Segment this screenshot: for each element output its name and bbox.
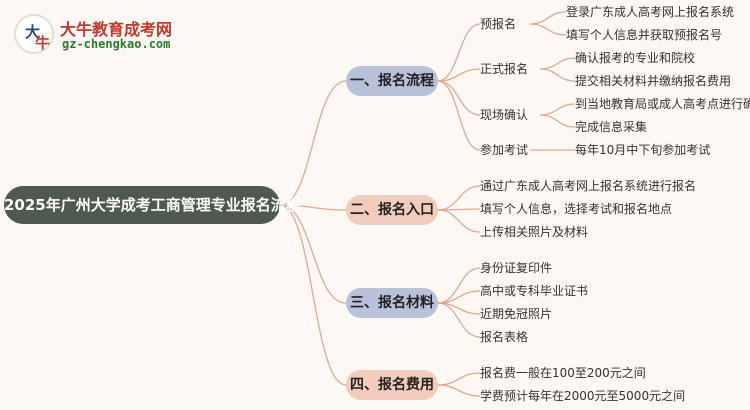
fee-link-1: [437, 372, 481, 386]
entry-item-3: 上传相关照片及材料: [480, 225, 589, 239]
process-link-4: [437, 80, 481, 151]
process-link-1: [437, 23, 481, 82]
section-node-materials: 三、报名材料: [346, 288, 438, 318]
detail-onsite-2: 完成信息采集: [575, 120, 648, 134]
material-item-3: 近期免冠照片: [480, 307, 553, 321]
formal-link-1: [539, 57, 576, 70]
site-logo[interactable]: 大 牛 大牛教育成考网 gz-chengkao.com: [14, 14, 214, 56]
prereg-link-1: [529, 11, 567, 25]
step-formal: 正式报名: [480, 62, 529, 76]
root-link-3: [279, 204, 347, 304]
prereg-link-2: [529, 23, 567, 36]
material-item-4: 报名表格: [480, 330, 529, 344]
detail-onsite-1: 到当地教育局或成人高考点进行确认: [575, 97, 750, 111]
root-link-2: [279, 204, 347, 211]
formal-link-2: [539, 68, 576, 82]
logo-mark-icon: 大 牛: [14, 14, 54, 54]
section-node-fees: 四、报名费用: [346, 370, 438, 400]
process-link-3: [437, 80, 481, 116]
material-link-4: [437, 302, 481, 338]
entry-link-3: [437, 209, 481, 233]
process-link-2: [437, 68, 481, 82]
material-link-1: [437, 267, 481, 304]
material-item-2: 高中或专科毕业证书: [480, 284, 589, 298]
fee-link-2: [437, 384, 481, 397]
root-link-4: [279, 204, 347, 386]
step-prereg: 预报名: [480, 17, 517, 31]
detail-formal-1: 确认报考的专业和院校: [575, 51, 696, 65]
onsite-link-1: [539, 103, 576, 116]
fee-item-1: 报名费一般在100至200元之间: [480, 366, 646, 380]
step-onsite: 现场确认: [480, 108, 529, 122]
section-node-entry: 二、报名入口: [346, 195, 438, 225]
fee-item-2: 学费预计每年在2000元至5000元之间: [480, 389, 686, 403]
onsite-link-2: [539, 114, 576, 128]
section-node-process: 一、报名流程: [346, 66, 438, 96]
detail-prereg-2: 填写个人信息并获取预报名号: [566, 28, 723, 42]
detail-prereg-1: 登录广东成人高考网上报名系统: [566, 5, 735, 19]
material-item-1: 身份证复印件: [480, 261, 553, 275]
detail-formal-2: 提交相关材料并缴纳报名费用: [575, 74, 732, 88]
entry-link-1: [437, 185, 481, 211]
root-link-1: [279, 80, 347, 206]
step-exam: 参加考试: [480, 143, 529, 157]
detail-exam-1: 每年10月中下旬参加考试: [575, 143, 711, 157]
entry-item-2: 填写个人信息，选择考试和报名地点: [480, 202, 673, 216]
root-node: 2025年广州大学成考工商管理专业报名流程: [4, 186, 301, 224]
entry-item-1: 通过广东成人高考网上报名系统进行报名: [480, 179, 697, 193]
logo-title: 大牛教育成考网: [60, 20, 173, 39]
logo-url: gz-chengkao.com: [62, 37, 171, 51]
